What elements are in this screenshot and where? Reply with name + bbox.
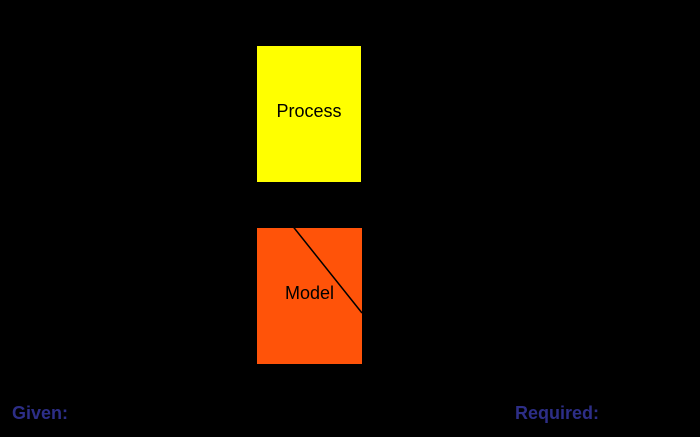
process-box: Process	[257, 46, 361, 182]
model-box-label: Model	[284, 282, 335, 303]
required-label: Required:	[515, 403, 600, 423]
process-box-label: Process	[276, 100, 342, 121]
given-label: Given:	[12, 403, 69, 423]
model-box: Model	[257, 228, 362, 364]
